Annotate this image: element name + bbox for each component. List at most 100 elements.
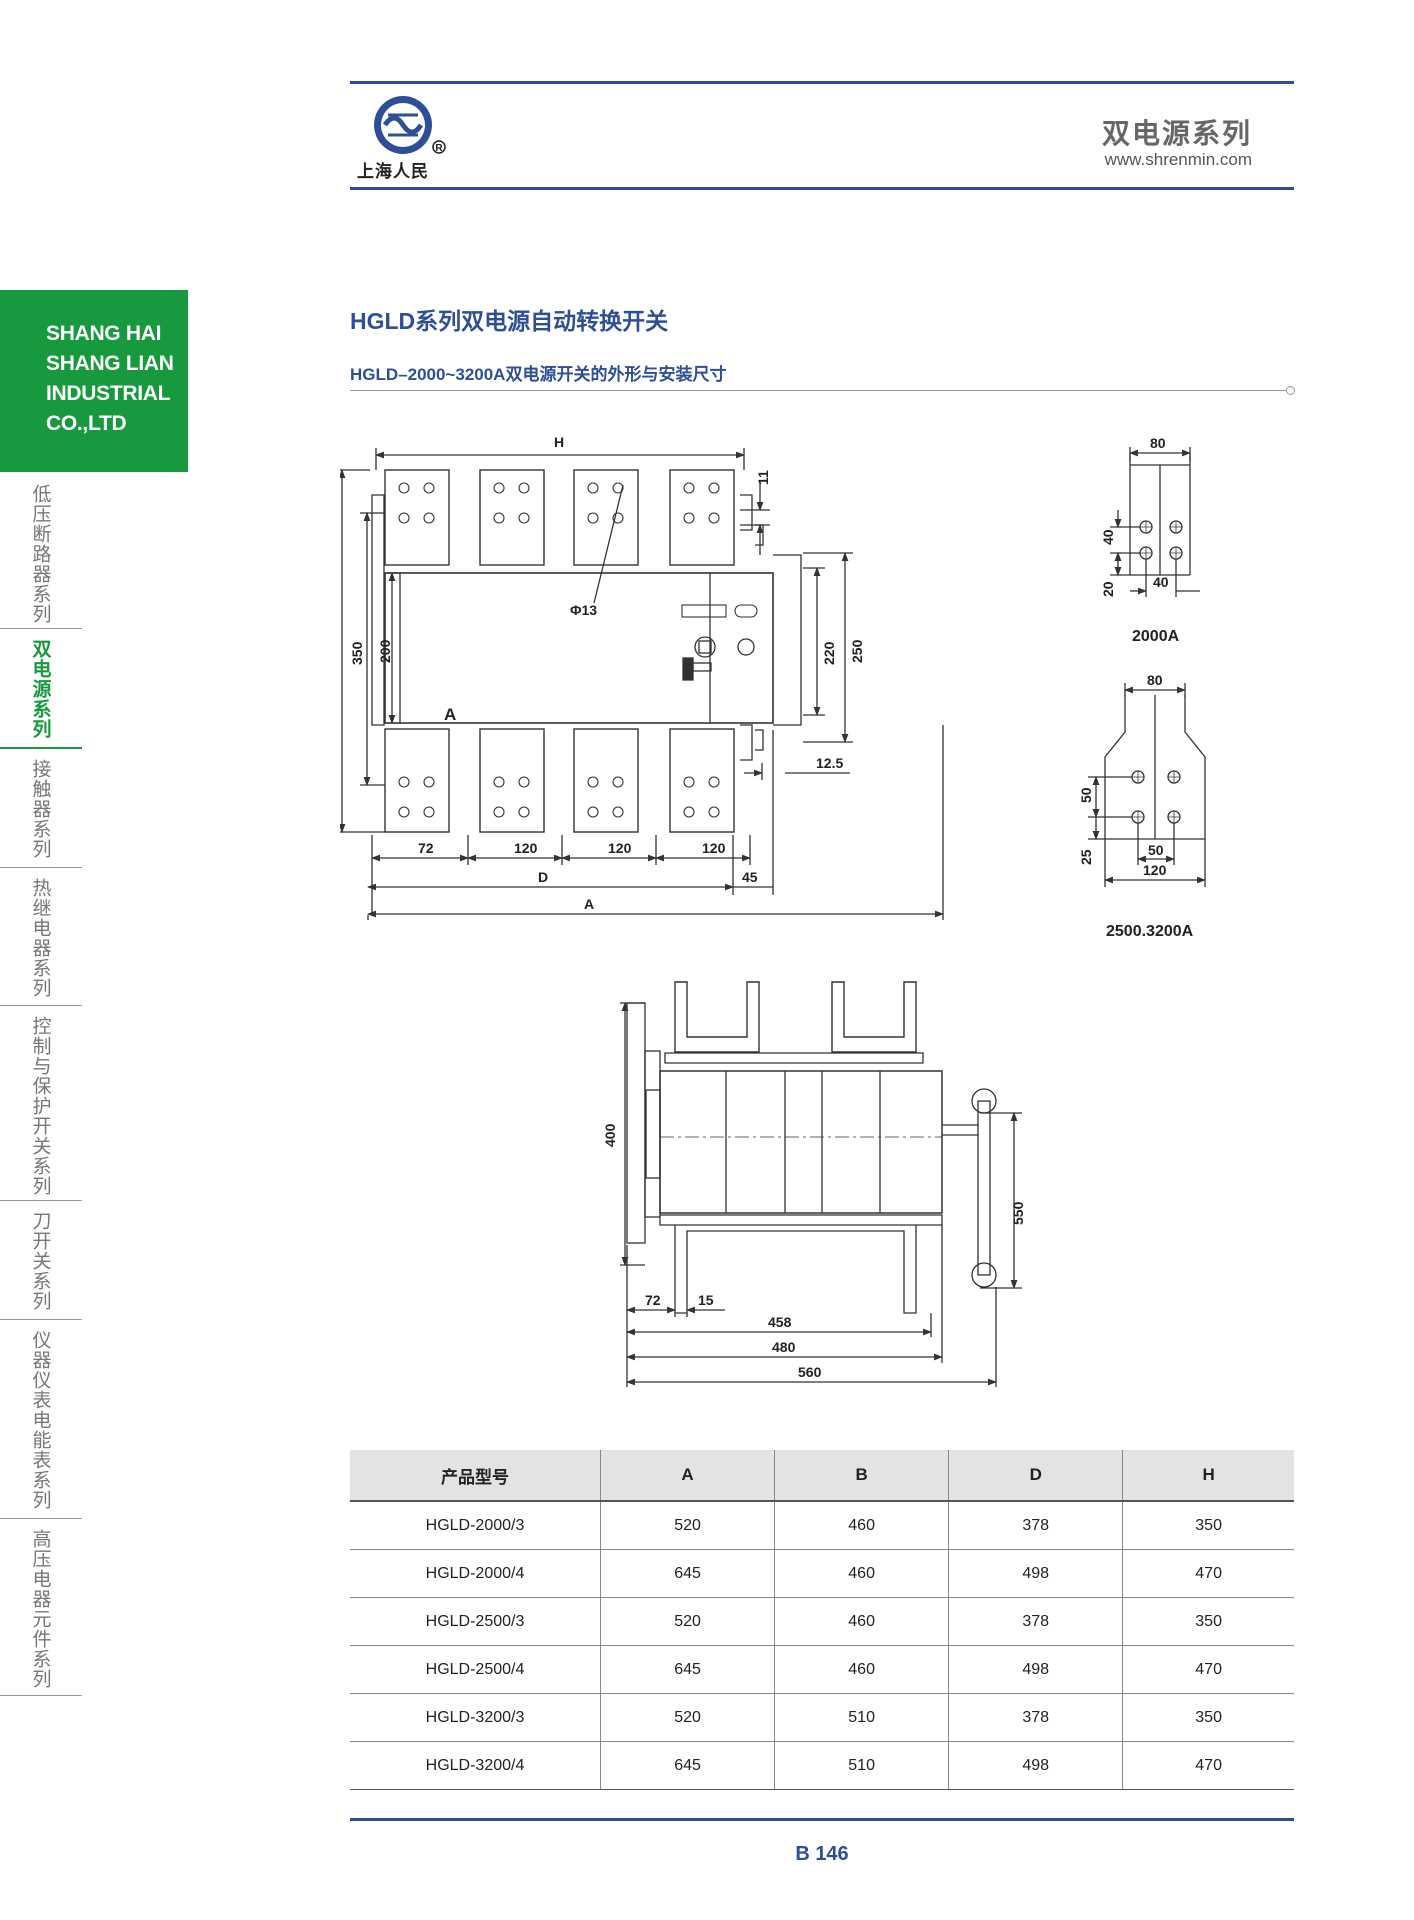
dim-120-a: 120	[514, 840, 538, 856]
cell-a: 645	[600, 1741, 776, 1790]
website-link[interactable]: www.shrenmin.com	[1104, 150, 1252, 169]
company-name-box: SHANG HAI SHANG LIAN INDUSTRIAL CO.,LTD	[0, 290, 188, 472]
company-line: SHANG LIAN	[46, 352, 174, 375]
cell-b: 460	[774, 1597, 950, 1646]
side-dim-15: 15	[698, 1292, 714, 1308]
company-line: SHANG HAI	[46, 322, 162, 345]
dim-120-c: 120	[702, 840, 726, 856]
cell-b: 460	[774, 1549, 950, 1598]
cell-h: 350	[1122, 1693, 1294, 1742]
side-dim-458: 458	[768, 1314, 792, 1330]
company-logo: R 上海人民	[355, 93, 475, 183]
front-view: A Φ13 H 11 B 350 200 220 250 12.5	[319, 434, 945, 920]
hole-dim: Φ13	[570, 602, 597, 618]
side-dim-550: 550	[1010, 1201, 1026, 1225]
header-top-rule	[350, 81, 1294, 84]
sidebar-item-thermal-relays[interactable]: 热继电器系列	[0, 868, 82, 1006]
side-dim-400: 400	[602, 1123, 618, 1147]
cell-a: 645	[600, 1549, 776, 1598]
t2000-caption: 2000A	[1132, 628, 1180, 645]
t2500-caption: 2500.3200A	[1106, 923, 1194, 940]
cell-model: HGLD-3200/4	[350, 1741, 601, 1790]
side-view: 400 550 72 15 458 480 560	[602, 981, 1026, 1387]
footer-rule	[350, 1818, 1294, 1821]
svg-text:R: R	[435, 143, 443, 154]
subtitle-rule-end-dot	[1286, 386, 1295, 395]
t2500-dim-50h: 50	[1148, 842, 1164, 858]
dim-D: D	[538, 869, 548, 885]
t2000-dim-80: 80	[1150, 435, 1166, 451]
dim-12-5: 12.5	[816, 755, 843, 771]
sidebar-item-label: 刀开关系列	[29, 1211, 52, 1311]
sidebar-item-label: 低压断路器系列	[29, 484, 52, 624]
sidebar-item-control-protection[interactable]: 控制与保护开关系列	[0, 1006, 82, 1201]
side-dim-72: 72	[645, 1292, 661, 1308]
sidebar-item-label: 热继电器系列	[29, 878, 52, 998]
cell-model: HGLD-3200/3	[350, 1693, 601, 1742]
cell-model: HGLD-2500/3	[350, 1597, 601, 1646]
cell-a: 520	[600, 1501, 776, 1550]
section-subtitle: HGLD–2000~3200A双电源开关的外形与安装尺寸	[350, 365, 727, 384]
sidebar-item-knife-switches[interactable]: 刀开关系列	[0, 1201, 82, 1320]
company-line: CO.,LTD	[46, 412, 127, 435]
sidebar-item-breakers[interactable]: 低压断路器系列	[0, 474, 82, 629]
cell-a: 520	[600, 1693, 776, 1742]
t2000-dim-20: 20	[1100, 581, 1116, 597]
dim-200: 200	[377, 639, 393, 663]
cell-b: 510	[774, 1741, 950, 1790]
dim-72: 72	[418, 840, 434, 856]
t2500-dim-120: 120	[1143, 862, 1167, 878]
page-title: HGLD系列双电源自动转换开关	[350, 308, 669, 334]
sidebar-item-high-voltage[interactable]: 高压电器元件系列	[0, 1519, 82, 1696]
dim-220: 220	[821, 641, 837, 665]
sidebar-item-label: 高压电器元件系列	[29, 1529, 52, 1689]
column-header-model: 产品型号	[350, 1450, 601, 1502]
dim-A: A	[584, 896, 594, 912]
sidebar-item-label: 控制与保护开关系列	[29, 1016, 52, 1196]
cell-model: HGLD-2500/4	[350, 1645, 601, 1694]
table-row: HGLD-3200/3 520 510 378 350	[350, 1693, 1294, 1742]
sidebar-item-label: 双电源系列	[29, 639, 52, 739]
table-header-row: 产品型号 A B D H	[350, 1450, 1294, 1502]
logo-text: 上海人民	[357, 162, 429, 182]
table-row: HGLD-2000/4 645 460 498 470	[350, 1549, 1294, 1598]
cell-b: 460	[774, 1645, 950, 1694]
cell-d: 378	[948, 1693, 1124, 1742]
column-header-a: A	[600, 1450, 776, 1502]
sidebar-item-label: 接触器系列	[29, 759, 52, 859]
header-bottom-rule	[350, 187, 1294, 190]
dimension-drawing: A Φ13 H 11 B 350 200 220 250 12.5	[319, 425, 1290, 1400]
sidebar-item-dual-power[interactable]: 双电源系列	[0, 629, 82, 749]
column-header-d: D	[948, 1450, 1124, 1502]
dimension-table: 产品型号 A B D H HGLD-2000/3 520 460 378 350…	[350, 1450, 1294, 1790]
cell-model: HGLD-2000/3	[350, 1501, 601, 1550]
cell-b: 460	[774, 1501, 950, 1550]
cell-d: 498	[948, 1741, 1124, 1790]
A-mark: A	[444, 705, 456, 724]
cell-a: 645	[600, 1645, 776, 1694]
cell-a: 520	[600, 1597, 776, 1646]
dim-350: 350	[349, 641, 365, 665]
table-row: HGLD-2500/3 520 460 378 350	[350, 1597, 1294, 1646]
cell-d: 378	[948, 1597, 1124, 1646]
t2000-dim-40h: 40	[1153, 574, 1169, 590]
cell-h: 350	[1122, 1501, 1294, 1550]
dim-120-b: 120	[608, 840, 632, 856]
sidebar-item-instruments[interactable]: 仪器仪表电能表系列	[0, 1320, 82, 1519]
dim-11: 11	[755, 470, 771, 485]
column-header-b: B	[774, 1450, 950, 1502]
t2000-dim-40v: 40	[1100, 529, 1116, 545]
series-title: 双电源系列	[1101, 118, 1252, 149]
cell-h: 470	[1122, 1645, 1294, 1694]
dim-250: 250	[849, 639, 865, 663]
page-number: B 146	[795, 1843, 849, 1865]
t2500-dim-25: 25	[1078, 849, 1094, 865]
side-dim-560: 560	[798, 1364, 822, 1380]
company-line: INDUSTRIAL	[46, 382, 171, 405]
sidebar-item-contactors[interactable]: 接触器系列	[0, 749, 82, 868]
side-dim-480: 480	[772, 1339, 796, 1355]
cell-model: HGLD-2000/4	[350, 1549, 601, 1598]
cell-b: 510	[774, 1693, 950, 1742]
cell-h: 350	[1122, 1597, 1294, 1646]
terminal-2000a-detail: 80 40 20 40 2000A	[1100, 435, 1200, 645]
